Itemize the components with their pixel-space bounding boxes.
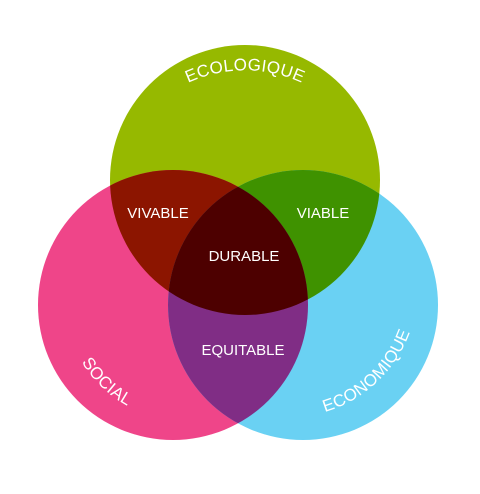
equitable-label: EQUITABLE xyxy=(201,342,284,359)
durable-label: DURABLE xyxy=(209,248,280,265)
vivable-label: VIVABLE xyxy=(127,205,188,222)
viable-label: VIABLE xyxy=(297,205,350,222)
